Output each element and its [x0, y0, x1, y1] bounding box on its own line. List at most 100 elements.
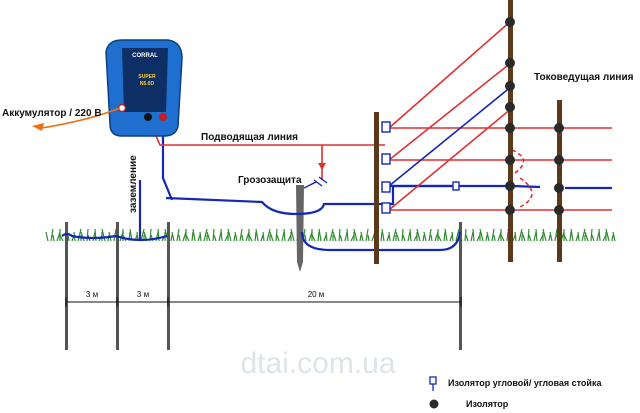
- grass-blade: [329, 228, 334, 242]
- grass-blade: [443, 231, 446, 242]
- grass-blade: [239, 228, 243, 242]
- live-wire-3: [388, 107, 513, 211]
- corner-insulator-4: [381, 202, 391, 214]
- grass-blade: [493, 234, 496, 242]
- corner-insulators: [381, 121, 460, 214]
- grass-blade: [338, 228, 341, 242]
- grass-blade: [605, 228, 610, 242]
- insulator-dot: [505, 81, 515, 91]
- grass-blade: [254, 231, 257, 242]
- grass-blade: [197, 234, 201, 242]
- battery-label: Аккумулятор / 220 В: [2, 108, 102, 119]
- grass-blade: [518, 228, 523, 242]
- ground-wires: [61, 118, 612, 252]
- insulator-dot: [505, 102, 515, 112]
- insulator-legend-text: Изолятор: [466, 399, 509, 409]
- grass-blade: [346, 228, 349, 242]
- grass-blade: [437, 234, 442, 242]
- energizer-brand: CORRAL: [132, 53, 158, 59]
- grass-blade: [581, 228, 586, 242]
- distance-label-2: 3 м: [137, 290, 149, 299]
- energizer: CORRAL SUPER N5.0D: [105, 39, 183, 137]
- insulator-dot: [505, 58, 515, 68]
- energizer-model-1: SUPER: [138, 74, 156, 80]
- grass-blade: [360, 231, 364, 242]
- insulator-dot: [505, 155, 515, 165]
- grass-blade: [50, 228, 54, 242]
- grass-blade: [485, 234, 488, 242]
- lightning-label: Грозозащита: [238, 175, 302, 186]
- grass-blade: [266, 228, 271, 242]
- corner-insulator-2: [381, 153, 391, 165]
- live-line-label: Токоведущая линия: [534, 72, 634, 83]
- ground-rod-1: [65, 222, 68, 350]
- grass-blade: [323, 234, 327, 242]
- grass-blade: [248, 234, 253, 242]
- ground-rod-4: [459, 222, 462, 350]
- grass-blade: [101, 228, 106, 242]
- grass-blade: [86, 228, 89, 242]
- grass-blade: [170, 234, 173, 242]
- grass-blade: [213, 234, 217, 242]
- corner-insulator-legend-icon: [429, 376, 437, 385]
- corner-insulator-1: [381, 121, 391, 133]
- grass-blade: [318, 228, 322, 242]
- grass-blade: [409, 228, 412, 242]
- grass-blade: [491, 228, 495, 242]
- grounding-label: заземление: [128, 155, 139, 213]
- grass-blade: [596, 231, 600, 242]
- grass-blade: [59, 234, 64, 242]
- jumper-2: [517, 177, 533, 209]
- energizer-panel: [122, 48, 168, 112]
- grass-blade: [92, 231, 96, 242]
- energizer-model-2: N5.0D: [140, 81, 155, 87]
- insulator-dot: [505, 181, 515, 191]
- round-insulators: [505, 17, 564, 215]
- grass-blade: [227, 228, 232, 242]
- grass-blade: [199, 231, 202, 242]
- lightning-protector: [303, 176, 328, 189]
- grass-blade: [575, 234, 579, 242]
- grass-blade: [77, 228, 82, 242]
- grass-blade: [570, 228, 574, 242]
- grass-blade: [612, 231, 616, 242]
- grass-blade: [465, 234, 469, 242]
- grass-blade: [220, 228, 223, 242]
- line-post: [557, 100, 562, 262]
- grass-blade: [388, 231, 391, 242]
- grass-blade: [506, 231, 509, 242]
- grass-blade: [428, 228, 432, 242]
- grass-blade: [380, 231, 383, 242]
- ground-wire-long: [165, 184, 455, 216]
- grass-blade: [275, 228, 278, 242]
- grass-blade: [528, 234, 532, 242]
- grass-blade: [416, 228, 421, 242]
- grass-blade: [203, 228, 208, 242]
- legend: Изолятор угловой/ угловая стойка Изолято…: [429, 376, 602, 409]
- grass-blade: [444, 228, 448, 242]
- grass-blade: [212, 228, 215, 242]
- ground-wire-bottom: [300, 231, 462, 252]
- dimension-line: [65, 297, 462, 307]
- grass-blade: [591, 234, 595, 242]
- grass-blade: [407, 231, 411, 242]
- grass-blade: [381, 228, 385, 242]
- insulator-dot: [554, 123, 564, 133]
- watermark: dtai.com.ua: [240, 347, 395, 380]
- ground-wire-fence: [384, 184, 541, 189]
- supply-line-label: Подводящая линия: [201, 132, 298, 143]
- grass-blade: [549, 231, 553, 242]
- jumper-1: [511, 149, 525, 176]
- grass-blade: [423, 231, 427, 242]
- grass-blade: [276, 234, 280, 242]
- grass-blade: [176, 228, 180, 242]
- grass-blade: [449, 234, 453, 242]
- grass-blade: [367, 234, 370, 242]
- insulator-legend-icon: [429, 399, 439, 409]
- distance-label-1: 3 м: [86, 290, 98, 299]
- insulator-dot: [505, 17, 515, 27]
- grass-blade: [486, 231, 490, 242]
- ground-terminal: [144, 113, 152, 121]
- ground-diagonal: [388, 85, 513, 187]
- grass-blade: [317, 231, 320, 242]
